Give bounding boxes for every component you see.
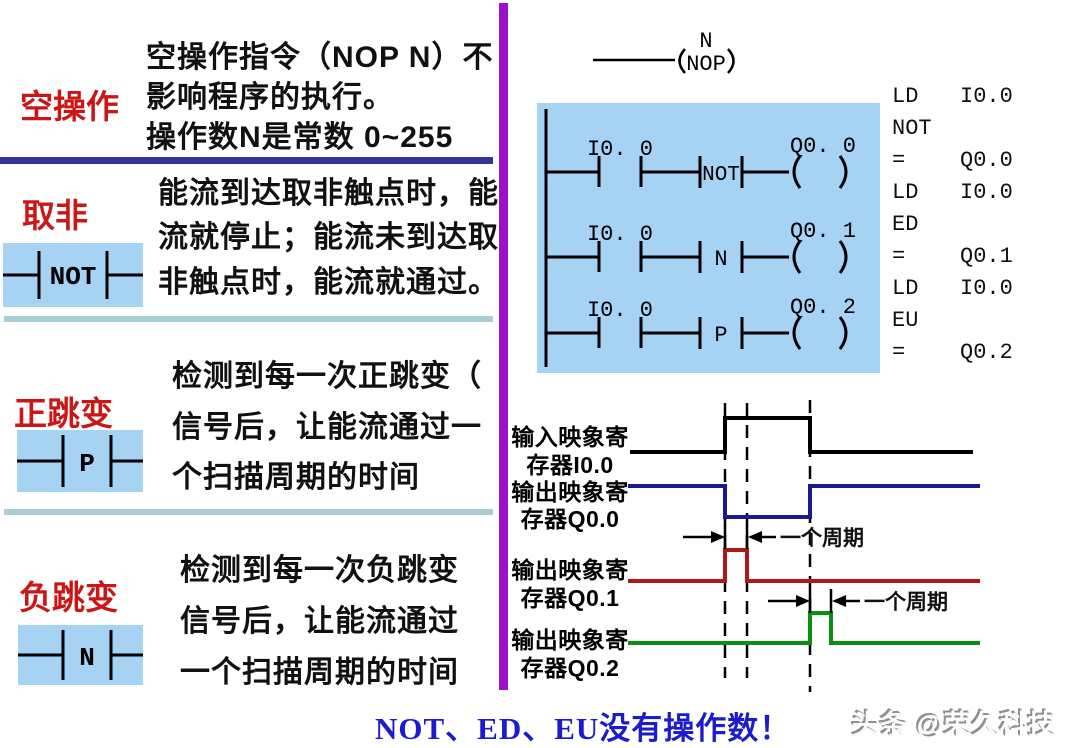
il-operand-4: I0.0 — [960, 180, 1013, 205]
section-label-not: 取非 — [22, 197, 88, 234]
rung3-block-label: P — [714, 323, 727, 348]
cycle-annotation-2-label: 一个周期 — [864, 591, 948, 614]
ladder-rung-1: I0. 0 Q0. 0 NOT — [546, 134, 856, 189]
section-label-negative-edge: 负跳变 — [19, 579, 118, 616]
p-symbol-box: P — [17, 430, 143, 492]
il-op-9: = — [892, 340, 906, 365]
ladder-diagram-svg: I0. 0 Q0. 0 NOT I0. 0 Q0. 1 N — [544, 109, 856, 367]
ladder-rung-3: I0. 0 Q0. 2 P — [546, 295, 856, 350]
signal-label-q01-line2: 存器Q0.1 — [520, 585, 620, 611]
waveform-q01 — [628, 548, 980, 583]
rung2-block-label: N — [714, 247, 727, 272]
il-operand-9: Q0.2 — [960, 340, 1013, 365]
signal-label-i00-line2: 存器I0.0 — [526, 452, 614, 478]
not-text-line-2: 流就停止；能流未到达取 — [158, 221, 499, 254]
il-op-3: = — [892, 148, 906, 173]
coil-icon — [792, 155, 802, 189]
cycle-annotation-1-label: 一个周期 — [780, 527, 864, 550]
not-symbol-box: NOT — [3, 243, 143, 307]
nop-coil-operand: N — [699, 29, 712, 54]
n-symbol-box: N — [18, 625, 143, 685]
il-op-8: EU — [892, 308, 919, 333]
not-text-line-1: 能流到达取非触点时，能 — [158, 177, 499, 210]
signal-label-q00-line2: 存器Q0.0 — [520, 506, 620, 532]
n-symbol-text: N — [79, 643, 95, 673]
not-symbol-text: NOT — [50, 262, 97, 292]
not-text-line-3: 非触点时，能流就通过。 — [158, 266, 499, 299]
p-symbol-text: P — [79, 449, 95, 479]
timing-diagram: 一个周期 一个周期 — [628, 400, 980, 692]
cycle-annotation-2: 一个周期 — [768, 589, 948, 614]
pos-text-line-2: 信号后，让能流通过一 — [172, 411, 482, 444]
footer-note: NOT、ED、EU没有操作数！ — [375, 711, 792, 746]
vertical-divider — [499, 3, 508, 690]
rung2-contact-label: I0. 0 — [587, 222, 653, 247]
il-op-2: NOT — [892, 116, 932, 141]
waveform-q00 — [628, 484, 980, 519]
il-operand-7: I0.0 — [960, 276, 1013, 301]
il-operand-6: Q0.1 — [960, 244, 1013, 269]
separator-teal-1 — [4, 316, 493, 322]
coil-icon — [792, 240, 802, 274]
nop-coil-icon: NOP N — [593, 29, 735, 77]
nop-coil-label: NOP — [686, 52, 726, 77]
signal-label-q02-line2: 存器Q0.2 — [520, 655, 620, 681]
il-op-5: ED — [892, 212, 919, 237]
neg-text-line-1: 检测到每一次负跳变 — [180, 554, 459, 587]
nop-text-line-2: 影响程序的执行。 — [146, 81, 394, 114]
il-op-4: LD — [892, 180, 919, 205]
separator-dark-blue — [0, 157, 493, 164]
il-operand-3: Q0.0 — [960, 148, 1013, 173]
rung1-block-label: NOT — [702, 164, 740, 187]
waveform-q02 — [628, 611, 980, 645]
coil-icon — [792, 316, 802, 350]
ladder-diagram: I0. 0 Q0. 0 NOT I0. 0 Q0. 1 N — [537, 103, 880, 373]
signal-label-q00-line1: 输出映象寄 — [511, 479, 629, 505]
waveform-i00 — [630, 416, 973, 454]
il-operand-1: I0.0 — [960, 84, 1013, 109]
rung1-contact-label: I0. 0 — [587, 137, 653, 162]
signal-label-q02-line1: 输出映象寄 — [511, 627, 629, 653]
cycle-annotation-1: 一个周期 — [683, 525, 864, 550]
rung1-coil-label: Q0. 0 — [790, 134, 856, 159]
watermark: 头条 @荣久科技 — [852, 710, 1056, 740]
signal-label-i00-line1: 输入映象寄 — [511, 424, 629, 450]
rung3-coil-label: Q0. 2 — [790, 295, 856, 320]
separator-teal-2 — [4, 509, 493, 515]
il-op-1: LD — [892, 84, 919, 109]
pos-text-line-1: 检测到每一次正跳变（ — [172, 360, 482, 393]
coil-icon — [838, 316, 848, 350]
p-contact-icon: P — [17, 435, 143, 487]
il-op-7: LD — [892, 276, 919, 301]
coil-icon — [838, 240, 848, 274]
signal-label-q01-line1: 输出映象寄 — [511, 557, 629, 583]
section-label-positive-edge: 正跳变 — [14, 395, 113, 432]
nop-text-line-1: 空操作指令（NOP N）不 — [146, 41, 494, 74]
nop-text-line-3: 操作数N是常数 0~255 — [146, 121, 454, 154]
rung2-coil-label: Q0. 1 — [790, 219, 856, 244]
ladder-rung-2: I0. 0 Q0. 1 N — [546, 219, 856, 274]
section-label-nop: 空操作 — [20, 88, 119, 125]
coil-icon — [838, 155, 848, 189]
not-contact-icon: NOT — [3, 251, 143, 299]
neg-text-line-2: 信号后，让能流通过 — [180, 605, 459, 638]
neg-text-line-3: 一个扫描周期的时间 — [180, 656, 459, 689]
rung3-contact-label: I0. 0 — [587, 298, 653, 323]
n-contact-icon: N — [18, 630, 143, 680]
pos-text-line-3: 个扫描周期的时间 — [172, 461, 420, 494]
il-op-6: = — [892, 244, 906, 269]
